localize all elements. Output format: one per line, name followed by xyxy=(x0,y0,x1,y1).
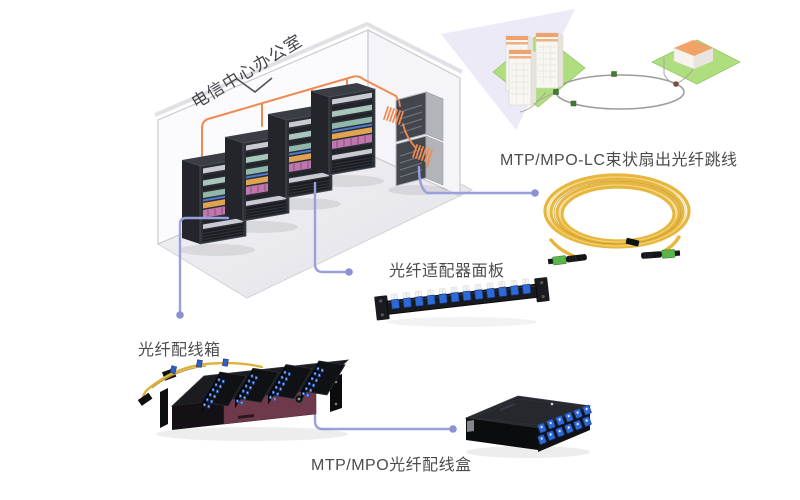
lc-adapter xyxy=(485,282,496,299)
telecom-room xyxy=(154,21,474,299)
lc-adapter xyxy=(413,290,424,307)
lc-adapter xyxy=(509,279,520,296)
ring-node xyxy=(553,89,559,95)
mounting-bracket-left xyxy=(160,388,168,428)
endpoint-dot xyxy=(345,268,353,276)
cable-clip xyxy=(196,359,203,368)
endpoint-dot xyxy=(176,311,184,319)
label-mtp-cassette: MTP/MPO光纤配线盒 xyxy=(311,457,472,474)
ring-node-house xyxy=(673,81,679,87)
lc-adapter xyxy=(497,280,508,298)
mpo-connector-right xyxy=(641,249,681,259)
office-tower xyxy=(535,32,564,89)
room-label-arrow xyxy=(236,77,273,94)
server-rack-4 xyxy=(310,82,376,176)
trunk-connector xyxy=(137,392,153,406)
mpo-connector-left xyxy=(547,254,587,266)
mtp-cassette-image xyxy=(464,395,593,458)
ring-node xyxy=(570,100,577,107)
label-adapter-panel: 光纤适配器面板 xyxy=(389,263,505,280)
ring-node xyxy=(611,71,617,77)
connector-line-adapter-panel xyxy=(313,181,347,274)
cable-clip xyxy=(222,358,229,367)
city-ring-network-illustration xyxy=(492,32,741,113)
cable-tie xyxy=(625,237,640,247)
lc-adapter xyxy=(437,287,448,304)
connector-line-jumper xyxy=(417,165,533,195)
cassette-front xyxy=(466,418,538,450)
lc-adapter xyxy=(401,291,412,308)
network-cabinet xyxy=(395,91,444,187)
house-site xyxy=(651,39,741,87)
endpoint-dot xyxy=(449,425,457,433)
office-tower xyxy=(508,49,537,106)
fiber-jumper-image xyxy=(543,173,691,266)
distribution-box-image xyxy=(137,358,350,441)
wall-rim xyxy=(154,21,463,117)
lc-adapter xyxy=(390,293,400,310)
label-distribution-box: 光纤配线箱 xyxy=(138,342,221,359)
lc-adapter xyxy=(425,289,436,306)
lc-adapter xyxy=(521,278,532,295)
fiber-pigtails xyxy=(150,361,264,388)
connector-line-cassette xyxy=(313,400,451,431)
connector-lines xyxy=(178,165,533,431)
cable-slack-coil xyxy=(383,100,433,168)
endpoint-dot xyxy=(531,189,539,197)
label-fiber-jumper: MTP/MPO-LC束状扇出光纤跳线 xyxy=(500,152,738,169)
adapter-panel-image xyxy=(374,277,550,327)
house-roof xyxy=(674,40,713,56)
lc-adapter xyxy=(473,283,484,300)
cassette-latch xyxy=(467,420,474,432)
lc-adapter xyxy=(449,286,460,303)
lc-adapter xyxy=(461,284,472,302)
connector-line-distribution-box xyxy=(178,216,230,313)
cable-clip xyxy=(169,365,177,374)
